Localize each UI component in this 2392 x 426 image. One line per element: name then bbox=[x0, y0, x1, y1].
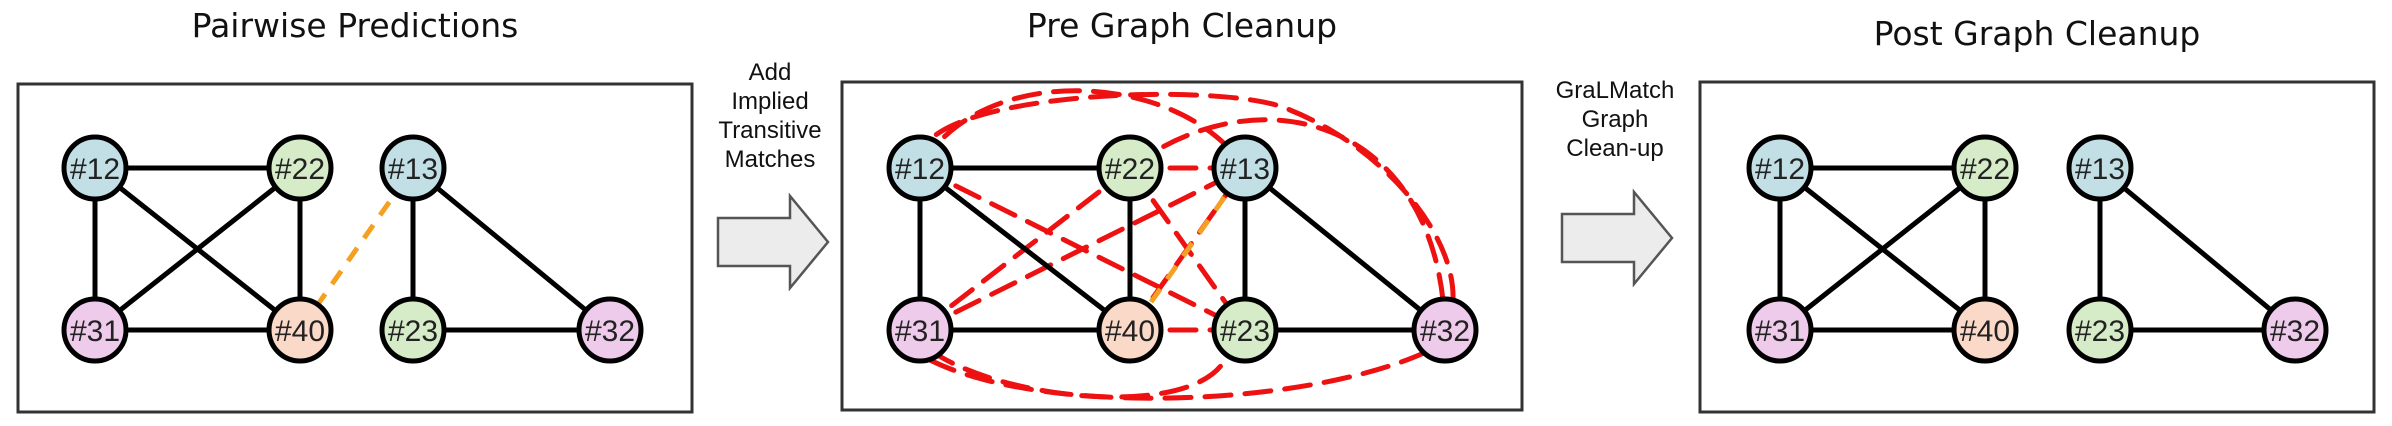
node-circle bbox=[1411, 296, 1479, 364]
node-label: #31 bbox=[70, 315, 120, 348]
edge-22-31 bbox=[1777, 165, 1988, 333]
node-label: #40 bbox=[1960, 315, 2010, 348]
node-circle bbox=[266, 134, 334, 202]
node-label: #22 bbox=[1105, 153, 1155, 186]
node-32: #32 bbox=[576, 296, 644, 364]
implied-12-13-arc bbox=[917, 88, 1248, 171]
node-label: #13 bbox=[388, 153, 438, 186]
node-label: #12 bbox=[895, 153, 945, 186]
panel-3-frame bbox=[1698, 80, 2376, 414]
step-2-label: GraLMatch Graph Clean-up bbox=[1532, 76, 1698, 163]
node-31: #31 bbox=[886, 296, 954, 364]
node-23: #23 bbox=[1211, 296, 1279, 364]
panel-2-title: Pre Graph Cleanup bbox=[1026, 6, 1338, 45]
node-circle bbox=[1211, 296, 1279, 364]
implied-31-32-arc bbox=[927, 342, 1443, 401]
edge-22-31 bbox=[92, 165, 303, 333]
step-1-line-2: Implied bbox=[731, 88, 809, 115]
node-12: #12 bbox=[61, 134, 129, 202]
node-label: #40 bbox=[275, 315, 325, 348]
node-label: #31 bbox=[895, 315, 945, 348]
nodes-layer: #12 #22 #31 #40 #13 #23 #32 #12 #22 #13 #31 #40 #23 #… bbox=[61, 134, 2329, 364]
node-22: #22 bbox=[266, 134, 334, 202]
node-label: #32 bbox=[1420, 315, 1470, 348]
node-13: #13 bbox=[379, 134, 447, 202]
node-label: #12 bbox=[70, 153, 120, 186]
node-32: #32 bbox=[2261, 296, 2329, 364]
node-circle bbox=[1211, 134, 1279, 202]
panel-1-edges bbox=[92, 165, 613, 333]
node-circle bbox=[1951, 134, 2019, 202]
node-13: #13 bbox=[1211, 134, 1279, 202]
node-circle bbox=[379, 134, 447, 202]
node-label: #23 bbox=[388, 315, 438, 348]
node-22: #22 bbox=[1951, 134, 2019, 202]
node-circle bbox=[886, 296, 954, 364]
node-22: #22 bbox=[1096, 134, 1164, 202]
step-2-line-3: Clean-up bbox=[1566, 135, 1664, 162]
implied-31-40-loop bbox=[927, 347, 1228, 400]
node-circle bbox=[379, 296, 447, 364]
node-circle bbox=[61, 134, 129, 202]
step-2-line-2: Graph bbox=[1581, 106, 1649, 133]
edge-13-32 bbox=[1242, 165, 1448, 333]
edge-12-40 bbox=[917, 165, 1133, 333]
node-label: #22 bbox=[275, 153, 325, 186]
node-circle bbox=[266, 296, 334, 364]
node-circle bbox=[576, 296, 644, 364]
node-circle bbox=[1746, 134, 1814, 202]
panel-3-title: Post Graph Cleanup bbox=[1873, 14, 2201, 53]
node-23: #23 bbox=[2066, 296, 2134, 364]
edge-40-13-removed bbox=[1132, 173, 1243, 327]
step-1-line-1: Add bbox=[748, 59, 792, 86]
node-12: #12 bbox=[1746, 134, 1814, 202]
implied-31-13 bbox=[917, 165, 1248, 333]
node-31: #31 bbox=[61, 296, 129, 364]
node-label: #12 bbox=[1755, 153, 1805, 186]
node-40: #40 bbox=[1951, 296, 2019, 364]
node-40: #40 bbox=[1096, 296, 1164, 364]
step-1-line-3: Transitive bbox=[718, 117, 822, 144]
panel-2-edges bbox=[917, 165, 1448, 333]
step-1-arrow bbox=[716, 192, 830, 292]
node-label: #22 bbox=[1960, 153, 2010, 186]
node-32: #32 bbox=[1411, 296, 1479, 364]
node-12: #12 bbox=[886, 134, 954, 202]
edge-13-32 bbox=[410, 165, 613, 333]
implied-12-32-outer-arc bbox=[916, 91, 1456, 323]
node-circle bbox=[61, 296, 129, 364]
node-label: #23 bbox=[1220, 315, 1270, 348]
node-label: #13 bbox=[2075, 153, 2125, 186]
node-circle bbox=[2066, 134, 2134, 202]
edge-13-32 bbox=[2097, 165, 2298, 333]
node-label: #40 bbox=[1105, 315, 1155, 348]
node-circle bbox=[1746, 296, 1814, 364]
panel-3-edges bbox=[1777, 165, 2298, 333]
node-label: #23 bbox=[2075, 315, 2125, 348]
node-label: #32 bbox=[585, 315, 635, 348]
step-1-label: Add Implied Transitive Matches bbox=[700, 58, 840, 174]
node-circle bbox=[886, 134, 954, 202]
panel-2-frame bbox=[840, 80, 1524, 412]
node-label: #32 bbox=[2270, 315, 2320, 348]
node-circle bbox=[2066, 296, 2134, 364]
node-13: #13 bbox=[2066, 134, 2134, 202]
node-circle bbox=[2261, 296, 2329, 364]
node-label: #13 bbox=[1220, 153, 1270, 186]
step-1-line-4: Matches bbox=[724, 146, 816, 173]
panel-1-frame bbox=[16, 82, 694, 414]
node-31: #31 bbox=[1746, 296, 1814, 364]
panel-1-title: Pairwise Predictions bbox=[191, 6, 519, 45]
node-40: #40 bbox=[266, 296, 334, 364]
panel-2-implied-edges bbox=[916, 88, 1456, 401]
node-circle bbox=[1096, 296, 1164, 364]
step-2-arrow bbox=[1560, 188, 1674, 288]
step-2-line-1: GraLMatch bbox=[1555, 77, 1675, 104]
node-label: #31 bbox=[1755, 315, 1805, 348]
node-circle bbox=[1951, 296, 2019, 364]
node-23: #23 bbox=[379, 296, 447, 364]
node-circle bbox=[1096, 134, 1164, 202]
